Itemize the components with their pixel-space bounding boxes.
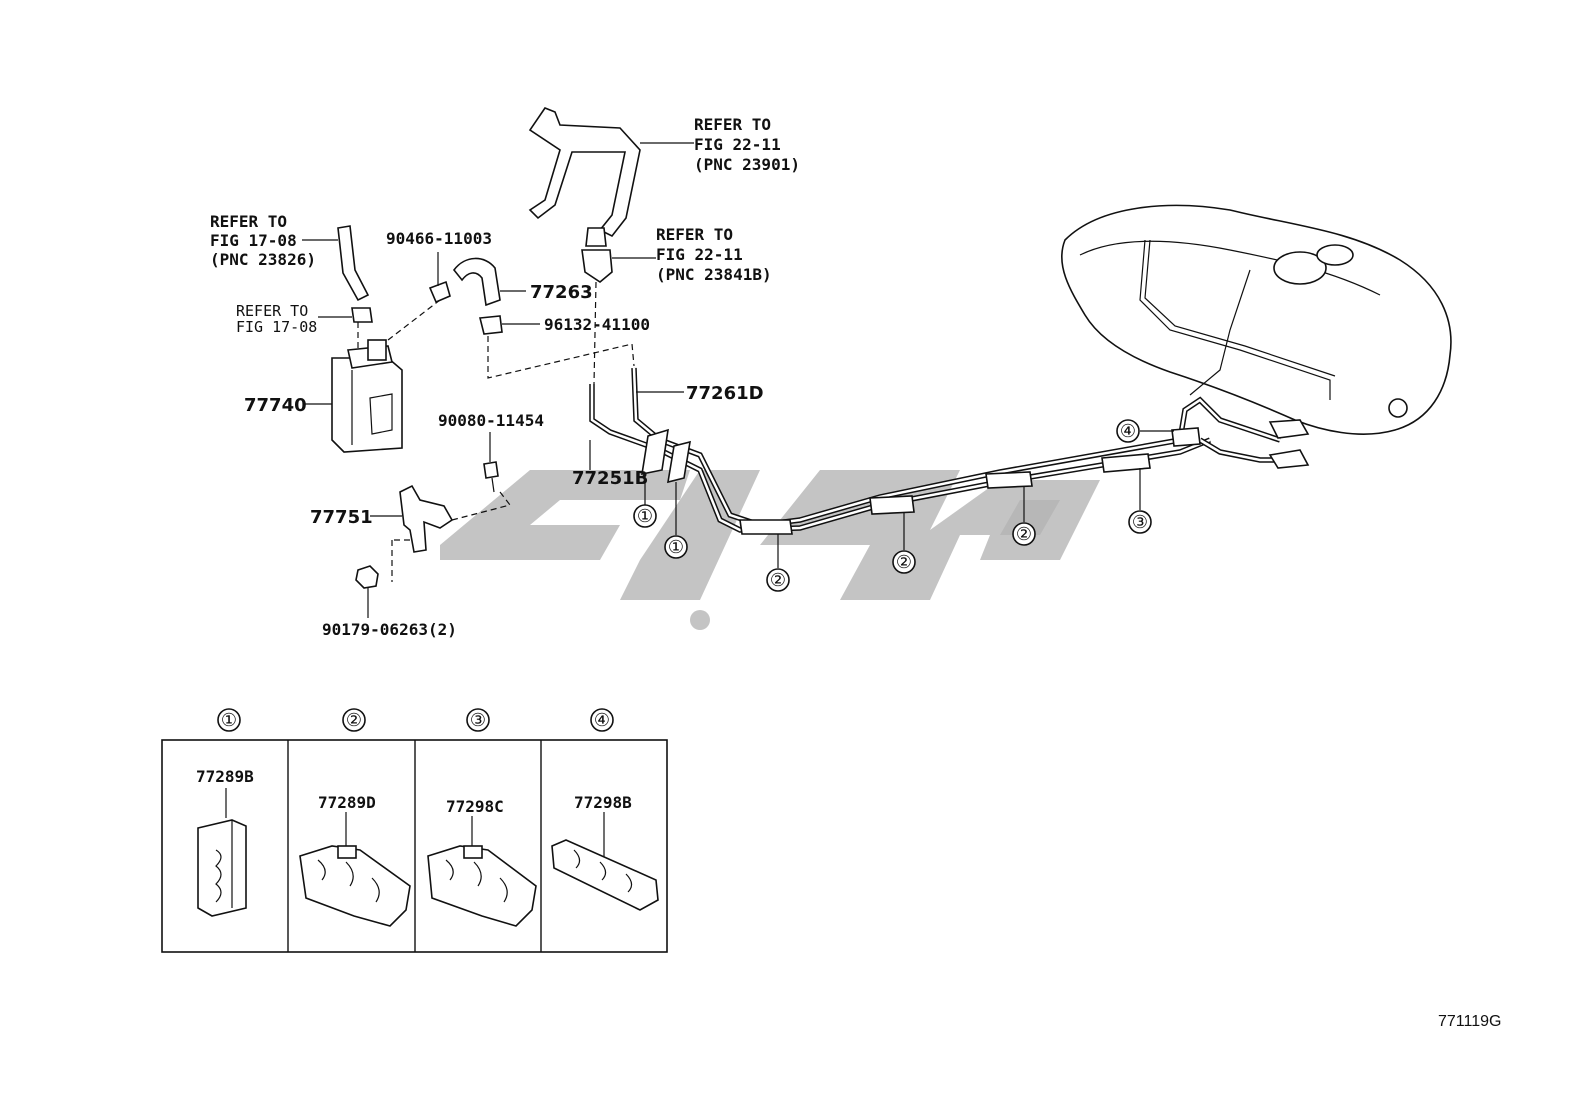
ref-fig-17-08-b-line1: REFER TO	[236, 302, 308, 320]
clamp-77289B-drawing	[197, 788, 247, 917]
part-96132: 96132-41100	[544, 315, 650, 334]
clamp-small	[318, 307, 373, 323]
svg-text:①: ①	[637, 506, 653, 527]
svg-text:②: ②	[770, 570, 786, 591]
figure-code: 771119G	[1438, 1013, 1501, 1030]
nut-90179	[355, 565, 379, 618]
svg-text:③: ③	[470, 710, 486, 731]
svg-text:①: ①	[221, 710, 237, 731]
ref-fig-22-11-b-line2: FIG 22-11	[656, 245, 743, 264]
legend-marker-2: ②	[342, 708, 366, 732]
canister-hose	[302, 225, 370, 302]
clip-90466	[428, 252, 451, 304]
ref-fig-17-08-a-line3: (PNC 23826)	[210, 250, 316, 269]
bracket-77751	[370, 484, 511, 582]
part-90466: 90466-11003	[386, 229, 492, 248]
svg-text:①: ①	[668, 537, 684, 558]
svg-text:④: ④	[1120, 421, 1136, 442]
legend-marker-4: ④	[590, 708, 614, 732]
callout-3: ③	[1128, 510, 1152, 534]
part-90080: 90080-11454	[438, 411, 544, 430]
clamp-77298C-drawing	[427, 816, 537, 927]
svg-text:③: ③	[1132, 512, 1148, 533]
ref-fig-22-11-b-line3: (PNC 23841B)	[656, 265, 772, 284]
hose-77263	[452, 257, 526, 307]
svg-text:②: ②	[1016, 524, 1032, 545]
charcoal-canister	[304, 299, 441, 453]
part-77261D: 77261D	[686, 383, 764, 404]
line-clamps	[641, 427, 1201, 568]
legend-marker-3: ③	[466, 708, 490, 732]
clamp-legend-table: ① ② ③ ④ 77289B 77289D 77298C 77298B	[161, 708, 668, 953]
svg-text:②: ②	[896, 552, 912, 573]
part-77751: 77751	[310, 507, 373, 528]
part-77740: 77740	[244, 395, 307, 416]
bolt-90080	[483, 432, 511, 506]
legend-marker-1: ①	[217, 708, 241, 732]
legend-part-1: 77289B	[196, 767, 254, 786]
ref-fig-22-11-a-line3: (PNC 23901)	[694, 155, 800, 174]
legend-part-3: 77298C	[446, 797, 504, 816]
legend-part-4: 77298B	[574, 793, 632, 812]
clamp-77298B-drawing	[551, 812, 659, 911]
callout-2b: ②	[892, 550, 916, 574]
callout-1a: ①	[633, 504, 657, 528]
ref-fig-17-08-b-line2: FIG 17-08	[236, 318, 317, 336]
vapor-hose-upper	[528, 107, 694, 238]
svg-text:②: ②	[346, 710, 362, 731]
callout-4: ④	[1116, 419, 1140, 443]
part-77251B: 77251B	[572, 468, 648, 489]
callout-2c: ②	[1012, 522, 1036, 546]
legend-part-2: 77289D	[318, 793, 376, 812]
hose-connector	[581, 227, 656, 283]
callout-1b: ①	[664, 535, 688, 559]
clamp-96132	[478, 315, 540, 335]
clamp-77289D-drawing	[299, 812, 411, 927]
part-90179: 90179-06263(2)	[322, 620, 457, 639]
ref-fig-22-11-b-line1: REFER TO	[656, 225, 733, 244]
watermark-logo	[440, 470, 1100, 630]
callout-2a: ②	[766, 568, 790, 592]
ref-fig-22-11-a-line1: REFER TO	[694, 115, 771, 134]
fuel-tank	[1061, 204, 1452, 435]
ref-fig-22-11-a-line2: FIG 22-11	[694, 135, 781, 154]
ref-fig-17-08-a-line1: REFER TO	[210, 212, 287, 231]
part-77263: 77263	[530, 282, 593, 303]
svg-text:④: ④	[594, 710, 610, 731]
ref-fig-17-08-a-line2: FIG 17-08	[210, 231, 297, 250]
